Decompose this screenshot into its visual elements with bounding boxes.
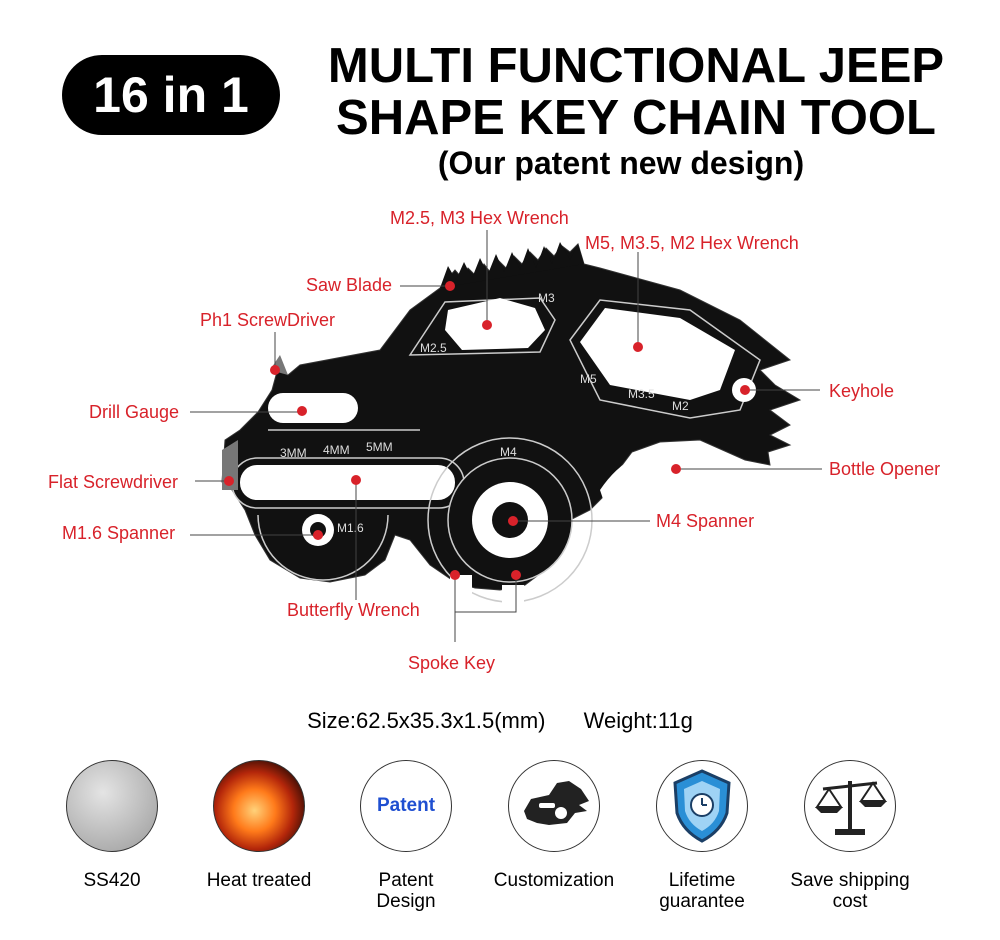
label-keyhole: Keyhole	[829, 381, 895, 401]
mark-m3: M3	[538, 291, 555, 305]
tool-icon	[508, 760, 600, 852]
dot-bottle	[671, 464, 681, 474]
dot-butterfly	[351, 475, 361, 485]
dot-hex-b	[633, 342, 643, 352]
patent-icon-text: Patent	[376, 795, 436, 816]
feature-label-ss420: SS420	[83, 870, 141, 891]
feature-label-patent: Patent Design	[376, 870, 436, 912]
saw-teeth	[440, 242, 584, 288]
label-ph1: Ph1 ScrewDriver	[200, 310, 336, 330]
label-m16-spanner: M1.6 Spanner	[62, 523, 176, 543]
label-spoke-key: Spoke Key	[408, 653, 496, 673]
feature-customization: Customization	[479, 760, 629, 891]
mark-5mm: 5MM	[366, 440, 393, 454]
label-flat-screwdriver: Flat Screwdriver	[48, 472, 179, 492]
mark-4mm: 4MM	[323, 443, 350, 457]
feature-label-heat: Heat treated	[206, 870, 312, 891]
label-hex-wrench-b: M5, M3.5, M2 Hex Wrench	[585, 233, 799, 253]
feature-ss420: SS420	[37, 760, 187, 891]
dot-m16	[313, 530, 323, 540]
subtitle: (Our patent new design)	[437, 145, 805, 181]
title-line-2: SHAPE KEY CHAIN TOOL	[336, 91, 936, 145]
label-drill-gauge: Drill Gauge	[89, 402, 180, 422]
shield-clock-icon	[656, 760, 748, 852]
mark-m5: M5	[580, 372, 597, 386]
label-m4-spanner: M4 Spanner	[656, 511, 755, 531]
mark-m35: M3.5	[628, 387, 655, 401]
drill-gauge-slot	[268, 393, 358, 423]
hex-hole-m3	[445, 298, 545, 350]
label-bottle-opener: Bottle Opener	[829, 459, 941, 479]
page-title: MULTI FUNCTIONAL JEEP SHAPE KEY CHAIN TO…	[296, 40, 976, 144]
scale-icon	[804, 760, 896, 852]
bottle-opener-cut	[600, 446, 720, 520]
dot-spoke-a	[450, 570, 460, 580]
dot-drill	[297, 406, 307, 416]
dot-keyhole	[740, 385, 750, 395]
feature-lifetime: Lifetime guarantee	[627, 760, 777, 912]
dot-flat	[224, 476, 234, 486]
mark-m25: M2.5	[420, 341, 447, 355]
dot-spoke-b	[511, 570, 521, 580]
label-butterfly-wrench: Butterfly Wrench	[287, 600, 420, 620]
patent-icon: Patent	[360, 760, 452, 852]
specs-line: Size:62.5x35.3x1.5(mm) Weight:11g	[0, 708, 1000, 734]
feature-label-lifetime: Lifetime guarantee	[659, 870, 745, 912]
label-hex-wrench-a: M2.5, M3 Hex Wrench	[390, 208, 569, 228]
flat-bar-slot	[240, 465, 455, 500]
dot-hex-a	[482, 320, 492, 330]
dot-m4	[508, 516, 518, 526]
feature-patent: Patent Patent Design	[331, 760, 481, 912]
dot-saw	[445, 281, 455, 291]
feature-label-custom: Customization	[493, 870, 615, 891]
hex-hole-m5	[580, 308, 735, 400]
dot-ph1	[270, 365, 280, 375]
mark-m16: M1.6	[337, 521, 364, 535]
steel-disc-icon	[66, 760, 158, 852]
title-line-1: MULTI FUNCTIONAL JEEP	[327, 39, 945, 93]
heat-glow-icon	[213, 760, 305, 852]
badge-16-in-1: 16 in 1	[62, 55, 280, 135]
weight-spec: Weight:11g	[583, 708, 693, 733]
feature-label-shipping: Save shipping cost	[790, 870, 910, 912]
jeep-tool-illustration: M3 M2.5 M5 M3.5 M2 3MM 4MM 5MM M4 M1.6	[190, 230, 822, 642]
mark-3mm: 3MM	[280, 446, 307, 460]
mark-m2: M2	[672, 399, 689, 413]
feature-shipping: Save shipping cost	[775, 760, 925, 912]
mark-m4: M4	[500, 445, 517, 459]
feature-heat-treated: Heat treated	[184, 760, 334, 891]
size-spec: Size:62.5x35.3x1.5(mm)	[307, 708, 546, 733]
label-saw-blade: Saw Blade	[306, 275, 393, 295]
